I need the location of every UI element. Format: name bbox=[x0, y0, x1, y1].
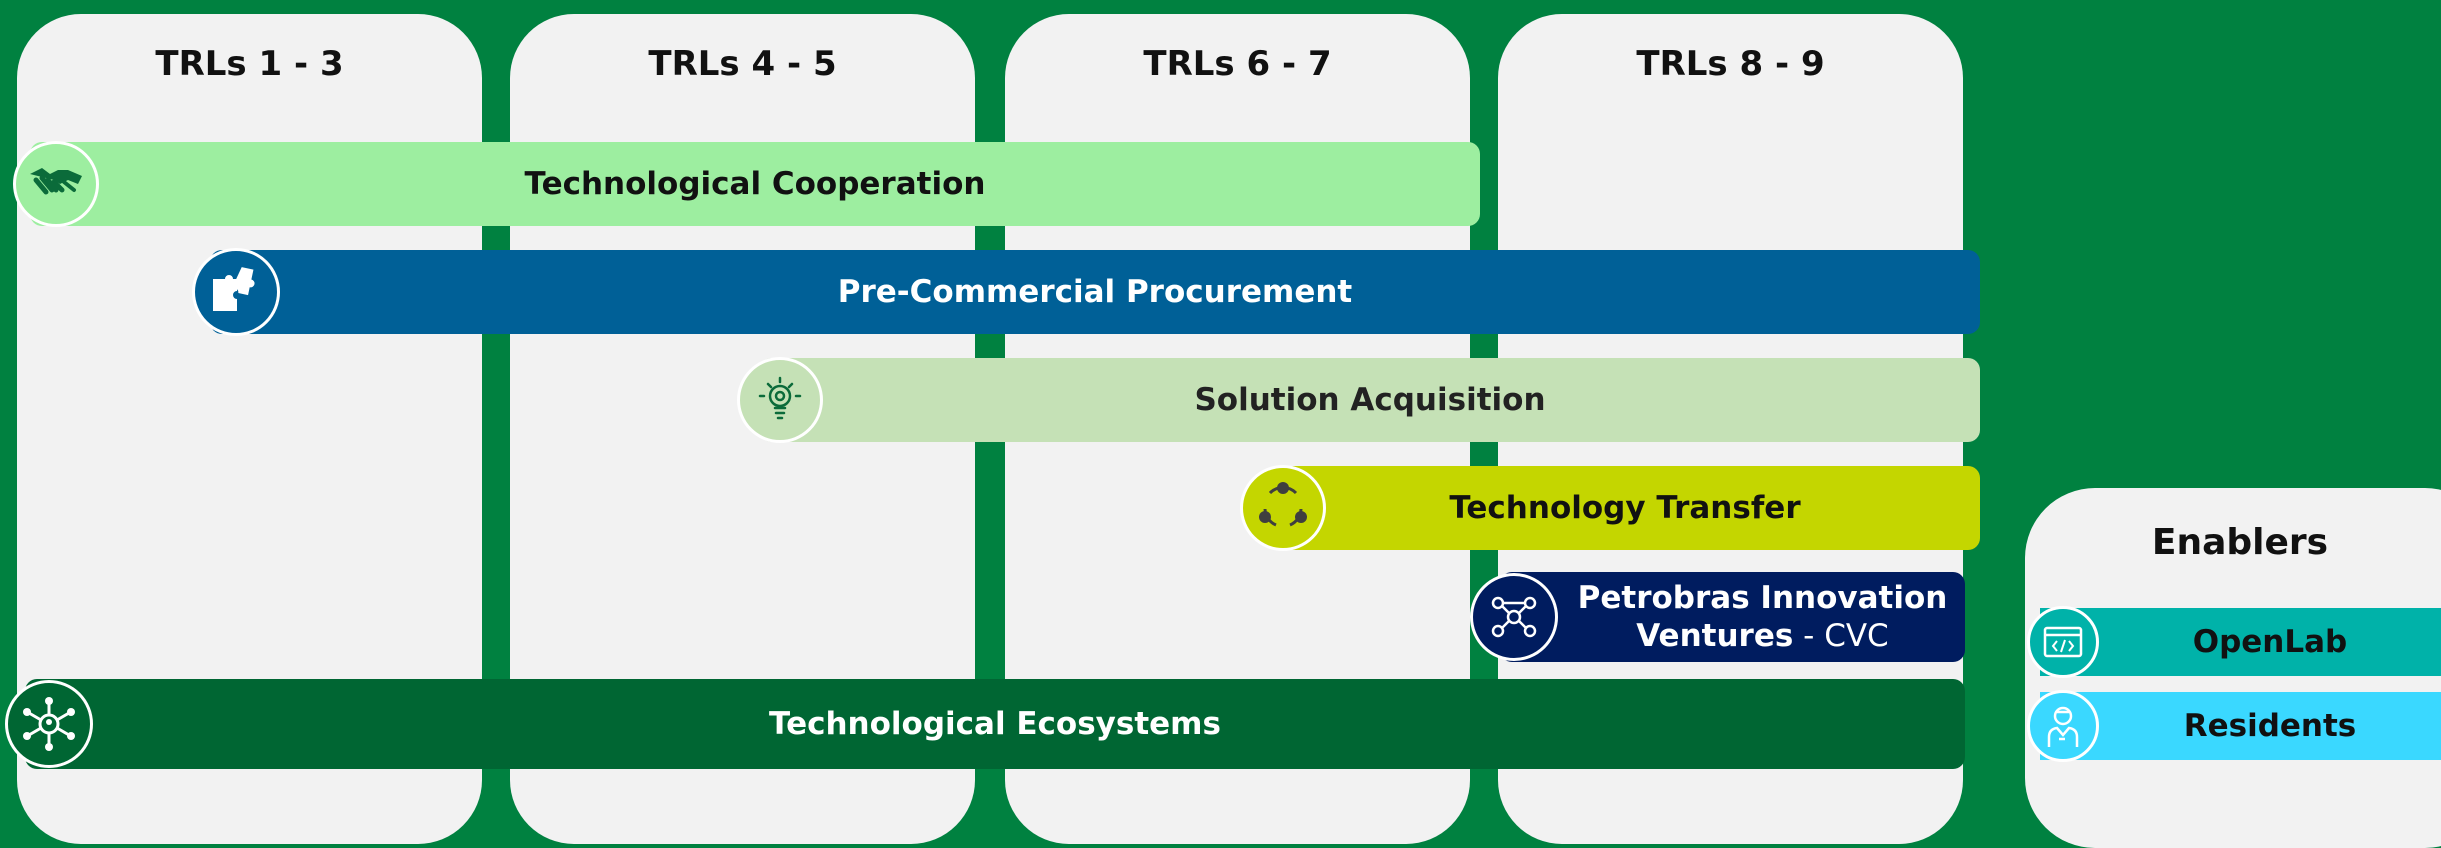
bar-technological-ecosystems: Technological Ecosystems bbox=[25, 679, 1965, 769]
column-title: TRLs 1 - 3 bbox=[155, 44, 344, 84]
bar-pre-commercial-procurement: Pre-Commercial Procurement bbox=[210, 250, 1980, 334]
enablers-title: Enablers bbox=[2151, 522, 2329, 563]
network-people-icon bbox=[1470, 573, 1558, 661]
enabler-residents: Residents bbox=[2040, 692, 2441, 760]
bar-technological-cooperation: Technological Cooperation bbox=[30, 142, 1480, 226]
bar-label: Technology Transfer bbox=[1449, 490, 1801, 526]
bar-label-suffix: - CVC bbox=[1793, 618, 1889, 654]
bar-label: Pre-Commercial Procurement bbox=[837, 274, 1353, 310]
bar-label: Solution Acquisition bbox=[1194, 382, 1546, 418]
bar-label: Technological Ecosystems bbox=[769, 706, 1221, 742]
bar-label-line1: Petrobras Innovation bbox=[1577, 580, 1948, 616]
enabler-label: Residents bbox=[2183, 708, 2357, 744]
bar-technology-transfer: Technology Transfer bbox=[1270, 466, 1980, 550]
column-title: TRLs 6 - 7 bbox=[1143, 44, 1332, 84]
cycle-arrows-icon bbox=[1240, 465, 1326, 551]
lightbulb-icon bbox=[737, 357, 823, 443]
puzzle-icon bbox=[192, 248, 280, 336]
bar-label-line2: Ventures bbox=[1636, 618, 1794, 654]
code-window-icon bbox=[2027, 606, 2099, 678]
column-title: TRLs 8 - 9 bbox=[1636, 44, 1825, 84]
scientist-icon bbox=[2027, 690, 2099, 762]
enabler-label: OpenLab bbox=[2192, 624, 2348, 660]
bar-label: Technological Cooperation bbox=[524, 166, 986, 202]
enabler-openlab: OpenLab bbox=[2040, 608, 2441, 676]
bar-solution-acquisition: Solution Acquisition bbox=[760, 358, 1980, 442]
bar-petrobras-innovation-ventures: Petrobras Innovation Ventures - CVC bbox=[1500, 572, 1965, 662]
hub-icon bbox=[5, 680, 93, 768]
handshake-icon bbox=[13, 141, 99, 227]
column-title: TRLs 4 - 5 bbox=[648, 44, 837, 84]
